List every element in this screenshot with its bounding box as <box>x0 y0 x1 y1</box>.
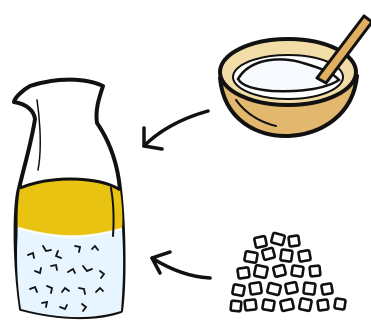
water-layer <box>17 228 123 317</box>
arrow-top <box>144 111 208 149</box>
arrow-bottom-shaft <box>152 258 210 278</box>
bowl-group <box>220 16 371 136</box>
arrow-top-shaft <box>144 111 208 146</box>
arrow-bottom <box>152 252 210 278</box>
bottle-group <box>14 80 124 318</box>
cube-pile <box>231 233 346 312</box>
oil-layer <box>18 179 123 236</box>
